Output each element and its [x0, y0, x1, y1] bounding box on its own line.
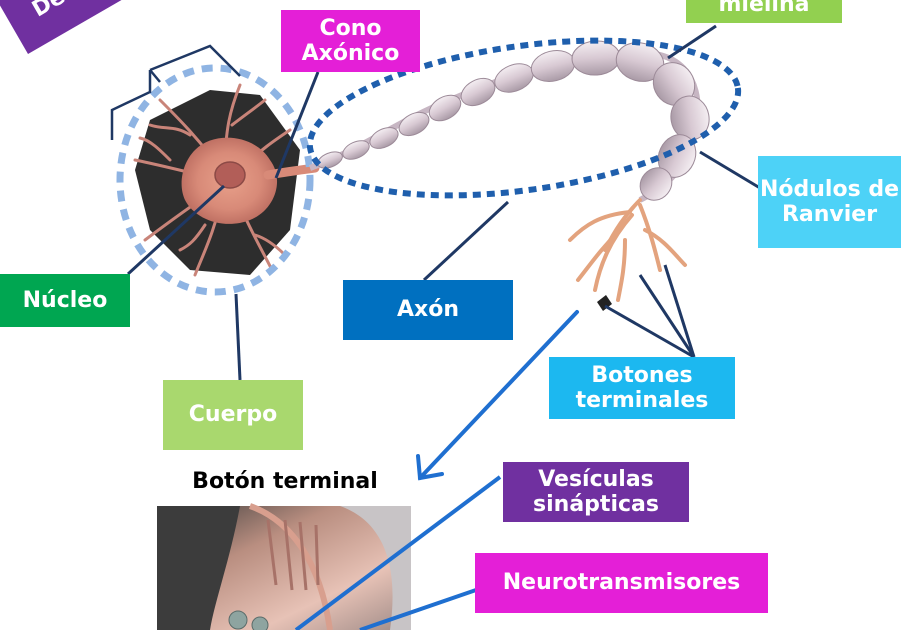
- axon-dotted-ring: [306, 37, 742, 199]
- dendrites: [133, 83, 292, 277]
- terminal-button-inset: [157, 503, 411, 630]
- inset-title: Botón terminal: [192, 469, 378, 494]
- dendrites-bracket: [110, 44, 241, 140]
- label-nucleo: Núcleo: [0, 274, 130, 327]
- inset-pointer-lines: [294, 475, 502, 630]
- pointer-lines: [126, 24, 761, 381]
- label-vesiculas-sinapticas: Vesículas sinápticas: [503, 462, 689, 522]
- label-neurotransmisores: Neurotransmisores: [475, 553, 768, 613]
- terminal-branches: [568, 198, 687, 302]
- myelin-segments: [317, 40, 710, 201]
- nucleus-shape: [214, 161, 246, 189]
- soma-dotted-ring: [116, 64, 314, 296]
- inset-arrow: [416, 310, 579, 481]
- label-cono-axonico: Cono Axónico: [281, 10, 420, 72]
- label-botones-terminales: Botones terminales: [549, 357, 735, 419]
- label-axon: Axón: [343, 280, 513, 340]
- label-nodulos-ranvier: Nódulos de Ranvier: [758, 156, 901, 248]
- label-mielina: mielina: [686, 0, 842, 23]
- terminal-button-marker: [597, 295, 612, 311]
- label-cuerpo: Cuerpo: [163, 380, 303, 450]
